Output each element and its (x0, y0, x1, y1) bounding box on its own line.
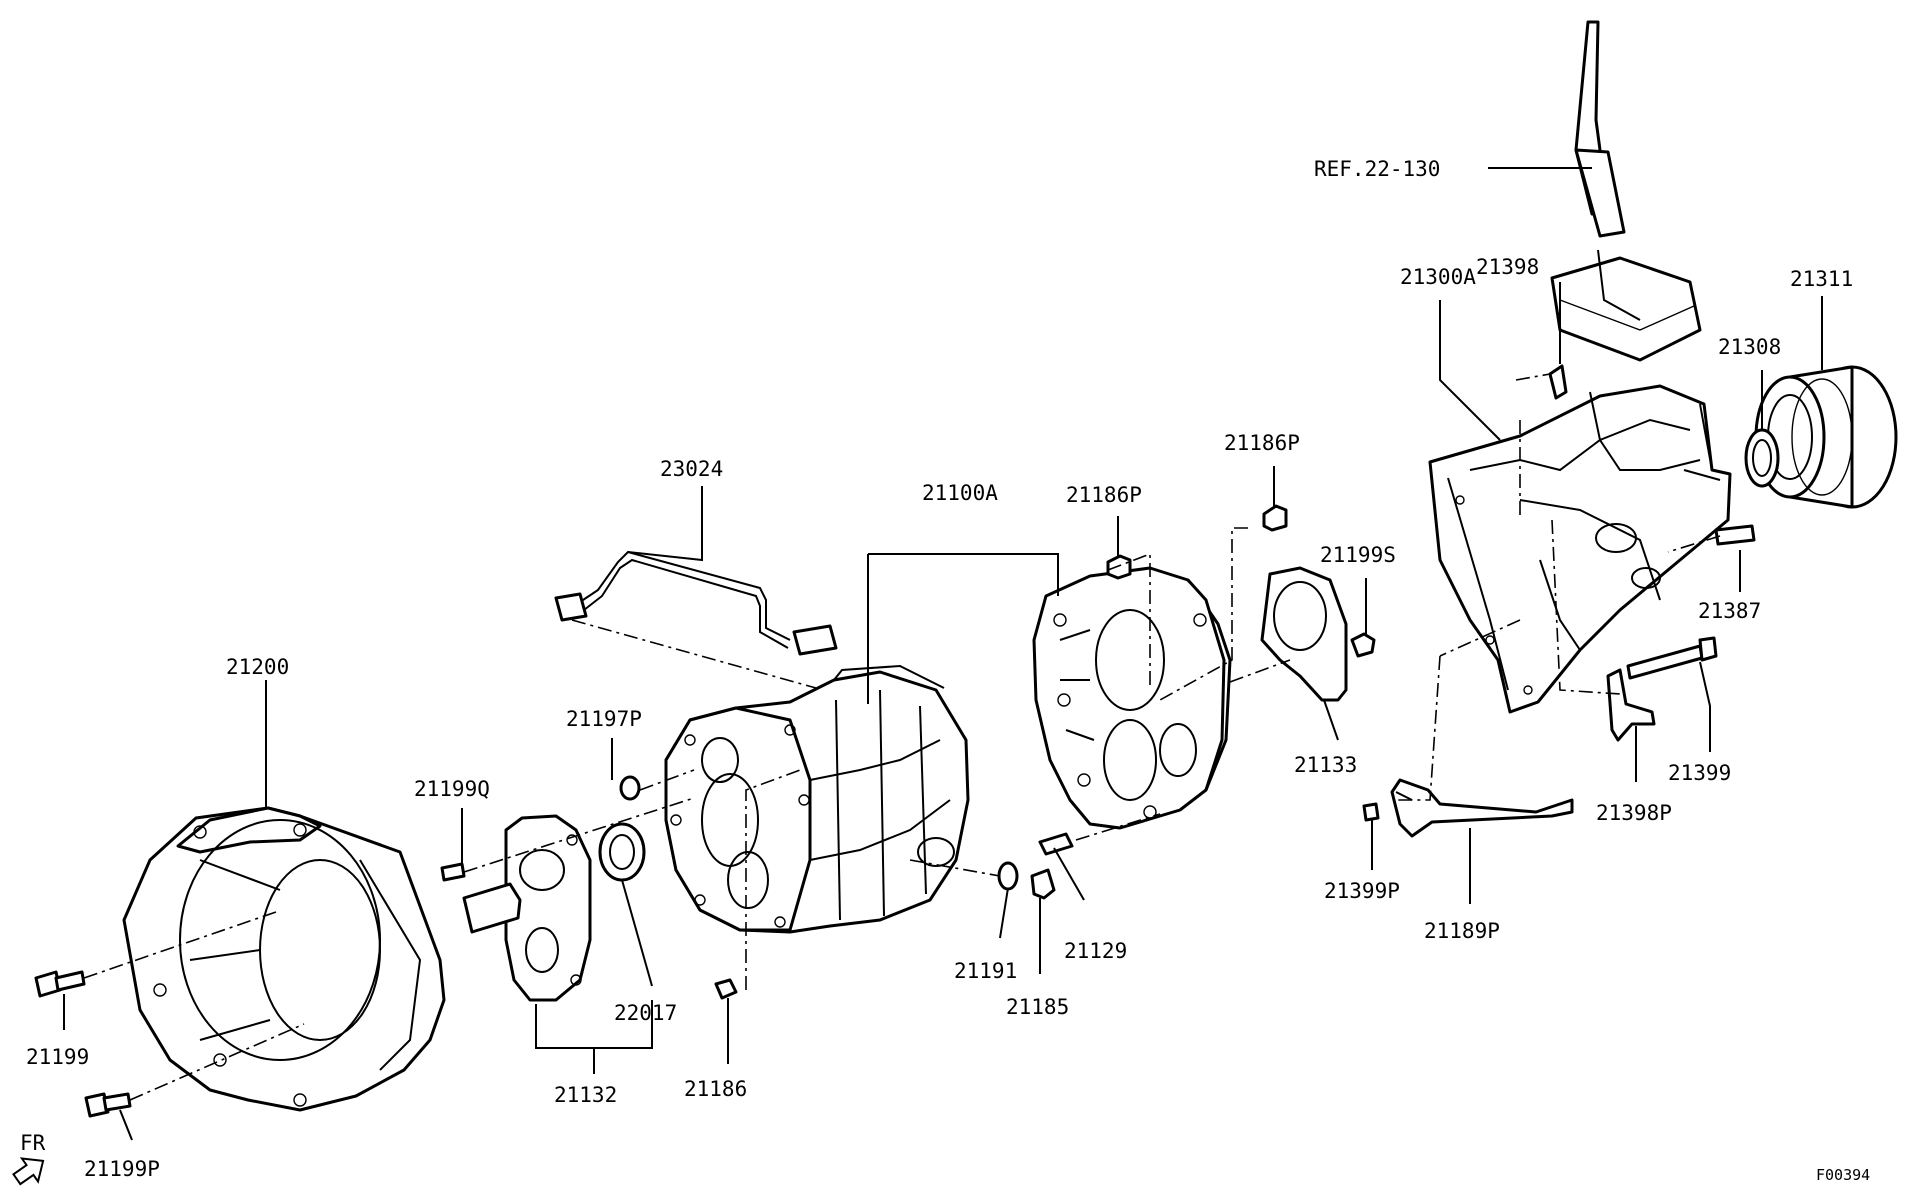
label-21197P: 21197P (566, 707, 642, 731)
part-21100A-transmission-case (664, 664, 970, 934)
part-21185-nut (1030, 868, 1056, 900)
label-21300A: 21300A (1400, 265, 1476, 289)
label-21199S: 21199S (1320, 543, 1396, 567)
ref-label: REF.22-130 (1314, 157, 1440, 181)
label-21199P: 21199P (84, 1157, 160, 1181)
part-21399P-bolt (1362, 802, 1380, 822)
part-21200-clutch-housing (122, 806, 446, 1112)
part-21398P-bracket (1606, 668, 1656, 742)
part-22017-oil-seal (598, 822, 646, 882)
part-21399-bolt (1626, 636, 1718, 680)
leader-lines (63, 167, 1823, 1141)
label-21133: 21133 (1294, 753, 1357, 777)
part-21186-sleeve (714, 978, 738, 1000)
label-21308: 21308 (1718, 335, 1781, 359)
figure-code: F00394 (1816, 1166, 1870, 1184)
part-adapter-plate (1032, 566, 1232, 830)
part-21186P-mid-sleeve (1106, 554, 1132, 580)
part-21300A-extension-housing (1428, 384, 1732, 714)
label-21186P-upper: 21186P (1224, 431, 1300, 455)
label-21189P: 21189P (1424, 919, 1500, 943)
part-21311-ring (1754, 365, 1898, 509)
label-21398P: 21398P (1596, 801, 1672, 825)
label-21186P-mid: 21186P (1066, 483, 1142, 507)
part-21199P-bolt (84, 1092, 132, 1118)
part-21387-pin (1714, 524, 1756, 546)
label-21399: 21399 (1668, 761, 1731, 785)
assembly-dash-lines (83, 373, 1721, 1101)
label-21191: 21191 (954, 959, 1017, 983)
label-21199: 21199 (26, 1045, 89, 1069)
label-21399P: 21399P (1324, 879, 1400, 903)
part-21197P-ring (619, 775, 641, 801)
part-21189P-rod (1390, 778, 1574, 838)
part-21199-bolt (34, 970, 86, 998)
part-21133-gasket (1260, 566, 1348, 702)
part-21199Q-bolt (440, 862, 466, 882)
part-23024-sensor-harness (554, 550, 838, 656)
label-21129: 21129 (1064, 939, 1127, 963)
fr-label: FR (20, 1131, 46, 1155)
label-22017: 22017 (614, 1001, 677, 1025)
label-21311: 21311 (1790, 267, 1853, 291)
part-21132-front-cover (462, 814, 592, 1002)
label-21186: 21186 (684, 1077, 747, 1101)
label-21387: 21387 (1698, 599, 1761, 623)
part-21191-ring (997, 861, 1019, 891)
part-21308-seal (1744, 428, 1780, 488)
part-21186P-upper-sleeve (1262, 504, 1288, 532)
part-21398-clip (1548, 364, 1568, 400)
shift-lever (1550, 20, 1702, 362)
label-23024: 23024 (660, 457, 723, 481)
part-labels: REF.22-130 21398 21311 21300A 21308 2118… (20, 157, 1870, 1184)
label-21199Q: 21199Q (414, 777, 490, 801)
label-21200: 21200 (226, 655, 289, 679)
part-21129-plug (1038, 832, 1074, 856)
label-21100A: 21100A (922, 481, 998, 505)
part-21199S-bolt (1350, 632, 1376, 658)
label-21132: 21132 (554, 1083, 617, 1107)
label-21185: 21185 (1006, 995, 1069, 1019)
label-21398: 21398 (1476, 255, 1539, 279)
front-direction-arrow-icon (12, 1157, 45, 1186)
